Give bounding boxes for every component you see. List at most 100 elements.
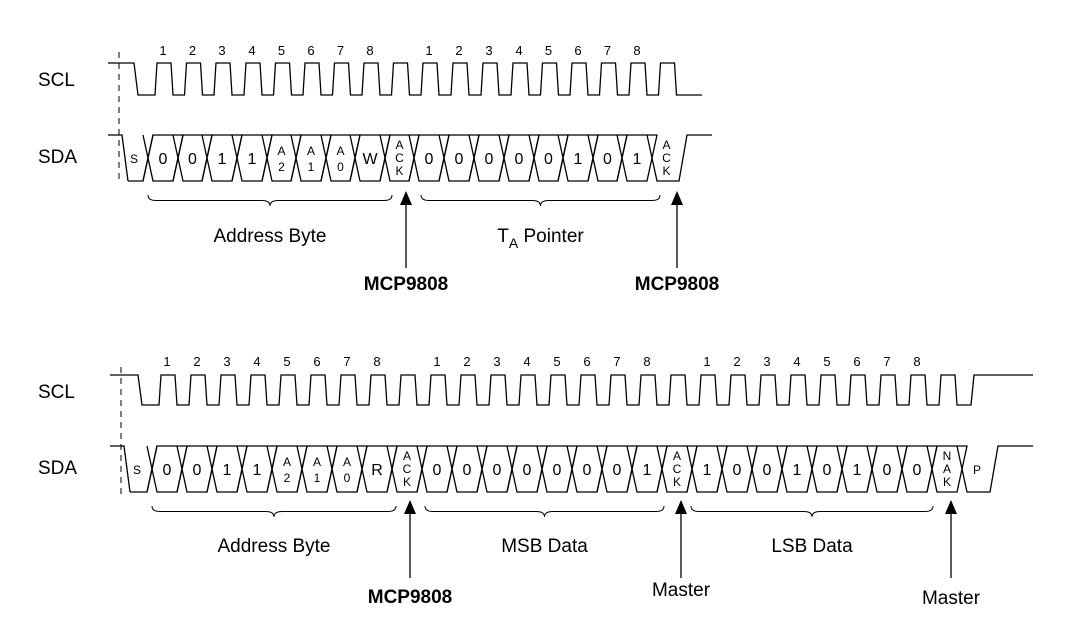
sda-ack-letter: C	[673, 462, 682, 476]
sda-bit-value: 0	[544, 151, 553, 168]
ack-source-label: MCP9808	[635, 274, 720, 295]
clock-number: 8	[373, 354, 380, 369]
clock-number: 5	[283, 354, 290, 369]
sda-cell-outline	[646, 134, 712, 182]
bracket	[151, 505, 397, 518]
clock-number: 2	[193, 354, 200, 369]
bracket-label: Address Byte	[214, 226, 327, 247]
clock-number: 2	[455, 43, 462, 58]
sda-address-letter: A	[343, 455, 351, 469]
ack-source-label: Master	[922, 588, 981, 609]
scl-label: SCL	[38, 70, 75, 91]
bracket-label: Address Byte	[218, 536, 331, 557]
clock-number: 8	[643, 354, 650, 369]
sda-bit-value: 1	[643, 462, 652, 479]
sda-address-digit: 1	[314, 471, 321, 485]
clock-number: 4	[793, 354, 800, 369]
sda-bit-value: 0	[603, 151, 612, 168]
bracket-label: MSB Data	[501, 536, 588, 557]
clock-number: 1	[425, 43, 432, 58]
bracket-label: TA Pointer	[497, 226, 584, 251]
clock-number: 8	[633, 43, 640, 58]
sda-ack-letter: C	[403, 462, 412, 476]
sda-ack-letter: A	[395, 138, 403, 152]
clock-number: 5	[545, 43, 552, 58]
bracket	[424, 505, 665, 518]
clock-number: 3	[218, 43, 225, 58]
ack-arrowhead-icon	[404, 500, 416, 514]
clock-number: 6	[853, 354, 860, 369]
sda-address-letter: A	[307, 144, 315, 158]
ack-arrowhead-icon	[675, 500, 687, 514]
sda-bit-value: 0	[159, 151, 168, 168]
sda-bit-value: 0	[493, 462, 502, 479]
ack-arrowhead-icon	[945, 500, 957, 514]
clock-number: 2	[189, 43, 196, 58]
clock-number: 1	[703, 354, 710, 369]
scl-label: SCL	[38, 382, 75, 403]
sda-condition-label: P	[973, 463, 981, 477]
clock-number: 8	[913, 354, 920, 369]
sda-bit-value: 0	[823, 462, 832, 479]
clock-number: 3	[485, 43, 492, 58]
clock-number: 2	[463, 354, 470, 369]
clock-number: 6	[583, 354, 590, 369]
bracket	[420, 194, 661, 207]
clock-number: 1	[433, 354, 440, 369]
sda-cell-outline	[956, 445, 1033, 493]
clock-number: 8	[366, 43, 373, 58]
bracket-label-subscript: A	[509, 235, 519, 251]
sda-bit-value: 0	[763, 462, 772, 479]
sda-bit-value: 0	[523, 462, 532, 479]
sda-address-digit: 1	[308, 160, 315, 174]
clock-number: 4	[253, 354, 260, 369]
clock-number: 5	[278, 43, 285, 58]
sda-bit-value: 1	[633, 151, 642, 168]
sda-cell-outline	[266, 445, 308, 493]
sda-ack-letter: A	[662, 138, 670, 152]
ack-arrowhead-icon	[400, 191, 412, 205]
sda-bit-value: 1	[703, 462, 712, 479]
sda-ack-letter: C	[662, 151, 671, 165]
clock-number: 4	[523, 354, 530, 369]
sda-bit-value: 0	[883, 462, 892, 479]
ack-source-label: Master	[652, 580, 711, 601]
sda-cell-outline	[290, 134, 332, 182]
sda-bit-value: 0	[463, 462, 472, 479]
clock-number: 5	[553, 354, 560, 369]
clock-number: 4	[515, 43, 522, 58]
bracket-label-suffix: Pointer	[518, 226, 584, 247]
sda-bit-value: 1	[793, 462, 802, 479]
sda-bit-value: 0	[583, 462, 592, 479]
clock-number: 1	[163, 354, 170, 369]
bracket-label: LSB Data	[771, 536, 853, 557]
sda-bit-value: 1	[223, 462, 232, 479]
bracket	[690, 505, 934, 518]
sda-start-edge	[110, 445, 131, 493]
sda-ack-letter: K	[673, 475, 681, 489]
sda-cell-outline	[261, 134, 302, 182]
sda-start-edge	[108, 134, 129, 182]
sda-cell-outline	[296, 445, 338, 493]
sda-address-letter: A	[277, 144, 285, 158]
sda-cell-outline	[320, 134, 361, 182]
clock-number: 7	[883, 354, 890, 369]
sda-address-digit: 0	[337, 160, 344, 174]
clock-number: 7	[337, 43, 344, 58]
clock-number: 6	[307, 43, 314, 58]
clock-number: 3	[223, 354, 230, 369]
sda-label: SDA	[38, 147, 77, 168]
clock-number: 7	[343, 354, 350, 369]
sda-address-digit: 2	[284, 471, 291, 485]
bracket-label-main: T	[497, 226, 509, 247]
sda-bit-value: 1	[248, 151, 257, 168]
clock-number: 4	[248, 43, 255, 58]
sda-bit-value: W	[362, 151, 378, 168]
sda-bit-value: 1	[574, 151, 583, 168]
sda-ack-letter: A	[403, 449, 411, 463]
sda-bit-value: 0	[613, 462, 622, 479]
sda-condition-label: S	[133, 463, 141, 477]
